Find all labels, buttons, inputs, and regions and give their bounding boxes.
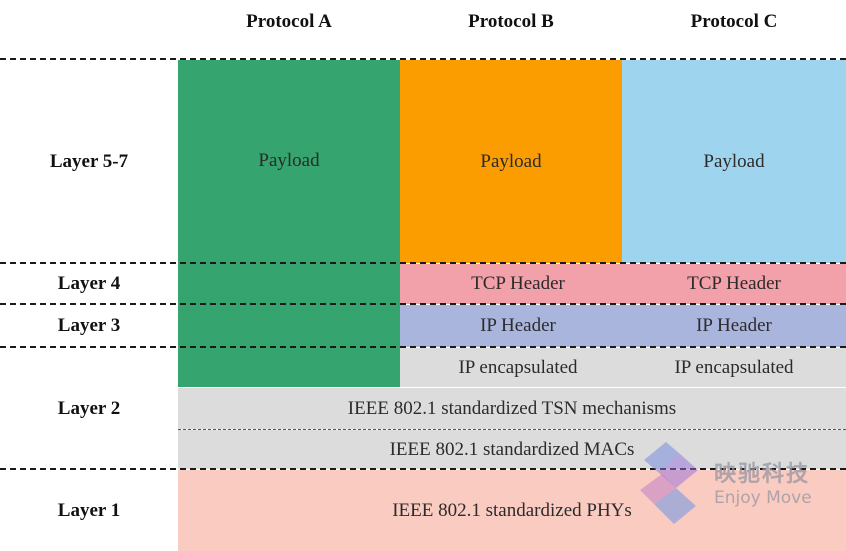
column-header-protocol-b: Protocol B — [468, 11, 554, 32]
separator-tsn-macs — [178, 429, 846, 430]
tsn-mechanisms-row: IEEE 802.1 standardized TSN mechanisms — [178, 388, 846, 429]
ip-header-c-label: IP Header — [696, 315, 772, 336]
layer-label-2: Layer 2 — [57, 397, 121, 419]
separator-layer-3 — [0, 303, 846, 305]
phys-label: IEEE 802.1 standardized PHYs — [392, 499, 632, 521]
ip-encapsulated-b-label: IP encapsulated — [458, 356, 578, 378]
macs-row: IEEE 802.1 standardized MACs — [178, 430, 846, 469]
enjoy-move-logo-icon — [640, 442, 698, 524]
protocol-b-payload-label: Payload — [480, 150, 542, 172]
separator-layer-1 — [0, 468, 846, 470]
protocol-c-payload-block: Payload — [622, 60, 846, 263]
tcp-header-c-label: TCP Header — [687, 273, 781, 294]
ip-header-row: IP Header IP Header — [400, 305, 846, 347]
layer-label-4: Layer 4 — [57, 273, 121, 294]
watermark-english-text: Enjoy Move — [714, 488, 812, 508]
separator-layer-4 — [0, 262, 846, 264]
tsn-mechanisms-label: IEEE 802.1 standardized TSN mechanisms — [347, 397, 677, 419]
protocol-b-payload-block: Payload — [400, 60, 622, 263]
watermark: 映驰科技 Enjoy Move — [636, 440, 846, 530]
protocol-a-block: Payload — [178, 60, 400, 387]
watermark-chinese-text: 映驰科技 — [714, 462, 811, 487]
column-header-protocol-c: Protocol C — [690, 11, 778, 32]
tcp-header-b-label: TCP Header — [471, 273, 565, 294]
layer-label-1: Layer 1 — [57, 499, 121, 521]
layer-label-3: Layer 3 — [57, 315, 121, 336]
tcp-header-row: TCP Header TCP Header — [400, 264, 846, 304]
macs-label: IEEE 802.1 standardized MACs — [389, 438, 635, 460]
separator-layer-2 — [0, 346, 846, 348]
protocol-c-payload-label: Payload — [703, 150, 765, 172]
ip-encapsulated-c-label: IP encapsulated — [674, 356, 794, 378]
separator-top — [0, 58, 846, 60]
ip-encapsulated-row: IP encapsulated IP encapsulated — [400, 348, 846, 387]
layer-label-5-7: Layer 5-7 — [49, 150, 129, 172]
phys-row: IEEE 802.1 standardized PHYs — [178, 470, 846, 551]
column-header-protocol-a: Protocol A — [246, 11, 332, 32]
ip-header-b-label: IP Header — [480, 315, 556, 336]
protocol-a-payload-label: Payload — [258, 150, 320, 171]
